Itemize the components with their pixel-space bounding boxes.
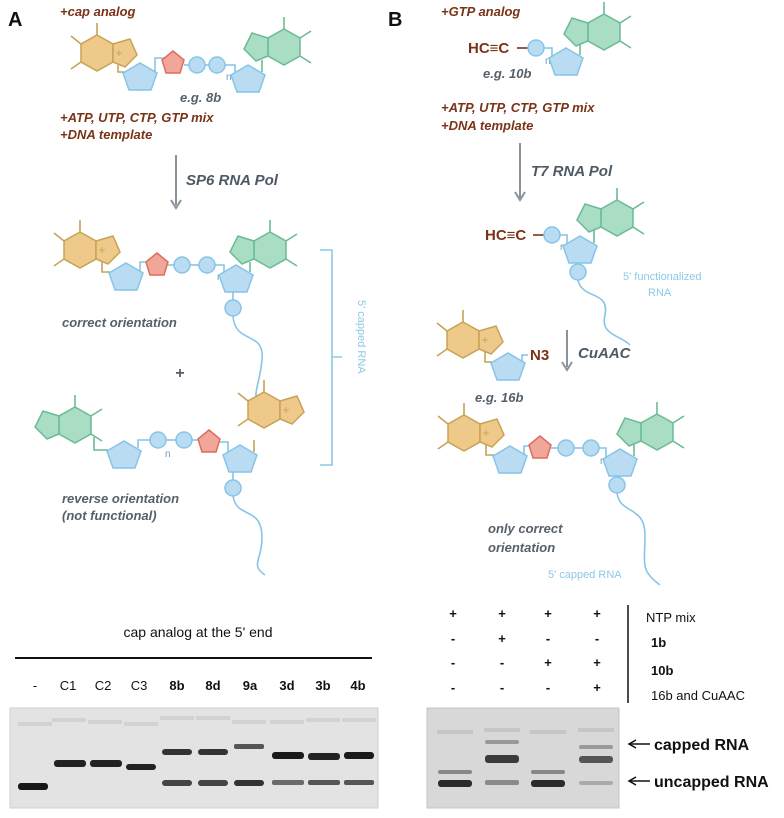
reverse-orientation-label-2: (not functional): [62, 508, 157, 523]
svg-text:NTP mix: NTP mix: [646, 610, 696, 625]
example-10b: e.g. 10b: [483, 66, 531, 81]
reverse-orientation-label-1: reverse orientation: [62, 491, 179, 506]
svg-text:-: -: [451, 631, 455, 646]
plus-sign: +: [175, 365, 184, 382]
svg-text:n: n: [545, 56, 551, 67]
correct-orientation-label: correct orientation: [62, 315, 177, 330]
svg-text:+: +: [498, 631, 506, 646]
svg-text:8d: 8d: [205, 678, 220, 693]
uncapped-band-arrow-icon: [627, 776, 650, 786]
panel-b-letter: B: [388, 9, 402, 31]
functionalized-label-2: RNA: [648, 287, 672, 299]
svg-text:8b: 8b: [169, 678, 184, 693]
svg-text:-: -: [500, 655, 504, 670]
svg-text:n: n: [600, 456, 606, 467]
cap-analog-label: +cap analog: [60, 4, 136, 19]
svg-text:10b: 10b: [651, 663, 673, 678]
azide-cap-molecule: N3: [436, 309, 549, 381]
capped-rna-bracket-label: 5' capped RNA: [355, 300, 367, 374]
capped-band-arrow-icon: [627, 739, 650, 749]
gtp-analog-label: +GTP analog: [441, 4, 520, 19]
svg-text:16b and CuAAC: 16b and CuAAC: [651, 688, 745, 703]
svg-text:-: -: [546, 631, 550, 646]
dna-template-label: +DNA template: [60, 127, 152, 142]
svg-text:C3: C3: [131, 678, 148, 693]
svg-text:+: +: [544, 655, 552, 670]
svg-text:-: -: [595, 631, 599, 646]
svg-text:-: -: [451, 680, 455, 695]
correct-orientation-product: n: [53, 219, 298, 406]
gel-a-lane-labels: - C1 C2 C3 8b 8d 9a 3d 3b 4b: [33, 678, 366, 693]
example-16b: e.g. 16b: [475, 390, 523, 405]
panel-a-letter: A: [8, 9, 22, 31]
t7-polymerase-label: T7 RNA Pol: [531, 163, 613, 180]
capped-band-label: capped RNA: [654, 737, 750, 754]
svg-text:-: -: [500, 680, 504, 695]
only-correct-label-2: orientation: [488, 540, 555, 555]
svg-text:HC≡C: HC≡C: [468, 40, 509, 57]
svg-text:C1: C1: [60, 678, 77, 693]
cuaac-label: CuAAC: [578, 345, 632, 362]
uncapped-band-label: uncapped RNA: [654, 774, 769, 791]
svg-text:n: n: [165, 449, 171, 460]
svg-text:C2: C2: [95, 678, 112, 693]
svg-text:+: +: [544, 606, 552, 621]
svg-text:3d: 3d: [279, 678, 294, 693]
svg-text:-: -: [33, 678, 37, 693]
svg-text:4b: 4b: [350, 678, 365, 693]
gel-b-image: [426, 707, 620, 809]
gel-b-condition-table: + + + + NTP mix - + - - 1b - - + + 10b -…: [449, 606, 745, 703]
svg-text:-: -: [451, 655, 455, 670]
capped-rna-bracket: [320, 249, 342, 466]
svg-text:-: -: [546, 680, 550, 695]
svg-text:N3: N3: [530, 347, 549, 364]
svg-text:9a: 9a: [243, 678, 258, 693]
svg-text:+: +: [593, 655, 601, 670]
ntp-mix-label: +ATP, UTP, CTP, GTP mix: [60, 110, 214, 125]
dna-template-label-b: +DNA template: [441, 118, 533, 133]
gtp-analog-molecule: HC≡C n: [468, 1, 632, 76]
gel-a-image: [9, 707, 379, 809]
n-label: n: [226, 72, 232, 83]
svg-text:+: +: [498, 606, 506, 621]
gel-a-title: cap analog at the 5' end: [123, 624, 272, 640]
functionalized-rna: HC≡C n: [485, 187, 645, 346]
only-correct-label-1: only correct: [488, 521, 563, 536]
cap-analog-molecule: n: [70, 16, 312, 93]
capped-rna-label-b: 5' capped RNA: [548, 569, 622, 581]
example-8b: e.g. 8b: [180, 90, 221, 105]
functionalized-label-1: 5' functionalized: [623, 271, 702, 283]
svg-text:3b: 3b: [315, 678, 330, 693]
svg-text:+: +: [449, 606, 457, 621]
svg-text:1b: 1b: [651, 635, 666, 650]
svg-text:+: +: [593, 680, 601, 695]
svg-text:+: +: [593, 606, 601, 621]
capped-rna-product-b: n: [437, 401, 685, 586]
ntp-mix-label-b: +ATP, UTP, CTP, GTP mix: [441, 100, 595, 115]
sp6-polymerase-label: SP6 RNA Pol: [186, 172, 279, 189]
reverse-orientation-product: n: [34, 379, 305, 576]
svg-text:HC≡C: HC≡C: [485, 227, 526, 244]
